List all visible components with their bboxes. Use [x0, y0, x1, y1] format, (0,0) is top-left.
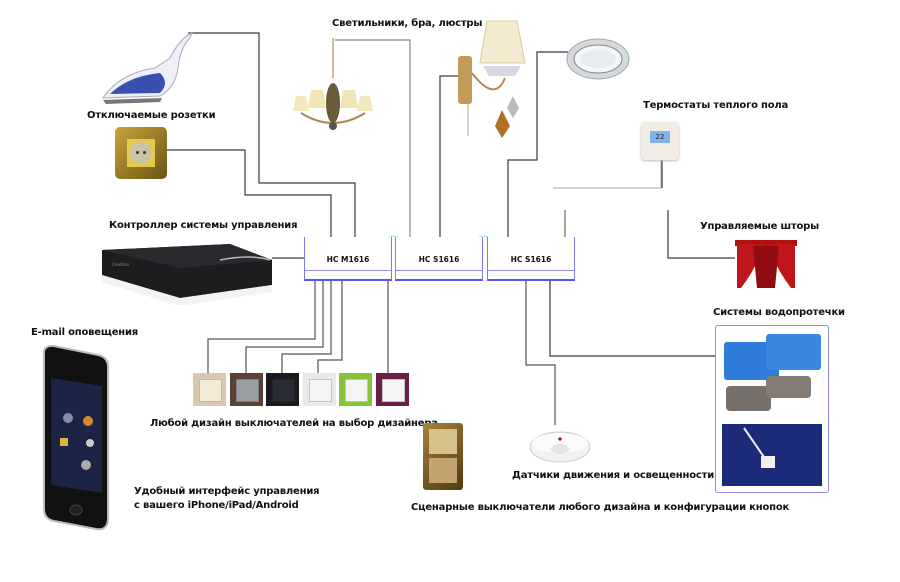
wire-socket: [160, 149, 332, 240]
switch-rocker: [308, 379, 332, 402]
downlight-icon: [566, 38, 630, 80]
wire-switch-4: [317, 280, 343, 377]
switch-rocker: [381, 379, 405, 402]
thermostat-display: 22: [650, 131, 670, 143]
switch-tile: [339, 373, 372, 406]
wire-thermostat: [553, 160, 662, 189]
wire-downlight: [507, 51, 568, 240]
label-controller: Контроллер системы управления: [109, 220, 298, 231]
module-hc-s1616-a[interactable]: HC S1616: [395, 237, 483, 281]
wire-chandelier: [335, 39, 411, 240]
switch-tile: [302, 373, 336, 406]
smartphone-icon: [43, 344, 109, 531]
chandelier-icon: [293, 38, 373, 130]
sconce-icon: [458, 20, 526, 138]
motion-sensor-icon: [529, 431, 591, 463]
wire-sconce: [439, 75, 460, 240]
switch-rocker: [199, 379, 222, 402]
wire-curtains: [667, 210, 735, 259]
leak-system-panel: [715, 325, 829, 493]
thermostat-icon: 22: [641, 122, 679, 160]
switch-tile: [375, 373, 409, 406]
leak-sensor-icon: [722, 424, 822, 486]
label-leak: Системы водопротечки: [713, 307, 845, 318]
label-switch-design: Любой дизайн выключателей на выбор дизай…: [150, 418, 438, 429]
module-name: HC S1616: [418, 255, 460, 264]
module-hc-s1616-b[interactable]: HC S1616: [487, 237, 575, 281]
label-sockets: Отключаемые розетки: [87, 110, 216, 121]
curtain-icon: [735, 240, 797, 288]
socket-icon: [115, 127, 167, 179]
label-lighting: Светильники, бра, люстры: [332, 18, 483, 29]
label-email: E-mail оповещения: [31, 327, 139, 338]
module-name: HC M1616: [326, 255, 370, 264]
module-name: HC S1616: [510, 255, 552, 264]
iron-icon: [102, 32, 193, 104]
wire-switch-2: [245, 280, 324, 377]
label-mobile-1: Удобный интерфейс управления: [134, 486, 320, 497]
wire-leak: [549, 280, 715, 357]
switch-rocker: [345, 379, 368, 402]
wire-motion: [525, 280, 556, 425]
wire-switch-1: [207, 280, 316, 377]
module-hc-m1616[interactable]: HC M1616: [304, 237, 392, 281]
switch-tile: [193, 373, 226, 406]
label-mobile-2: с вашего iPhone/iPad/Android: [134, 500, 299, 511]
label-motion: Датчики движения и освещенности: [512, 470, 715, 481]
label-thermostats: Термостаты теплого пола: [643, 100, 789, 111]
wire-iron: [188, 32, 356, 240]
switch-tile: [229, 373, 263, 406]
scene-switch-icon: [423, 423, 463, 490]
controller-brand: Crestron: [112, 262, 129, 267]
switch-rocker: [235, 379, 259, 402]
label-curtains: Управляемые шторы: [700, 221, 819, 232]
switch-tile: [266, 373, 299, 406]
controller-box-icon: Crestron: [102, 244, 272, 305]
valve-icon: [724, 334, 821, 411]
switch-rocker: [272, 379, 295, 402]
label-scene-switches: Сценарные выключатели любого дизайна и к…: [411, 502, 790, 513]
wire-switch-3: [281, 280, 332, 377]
